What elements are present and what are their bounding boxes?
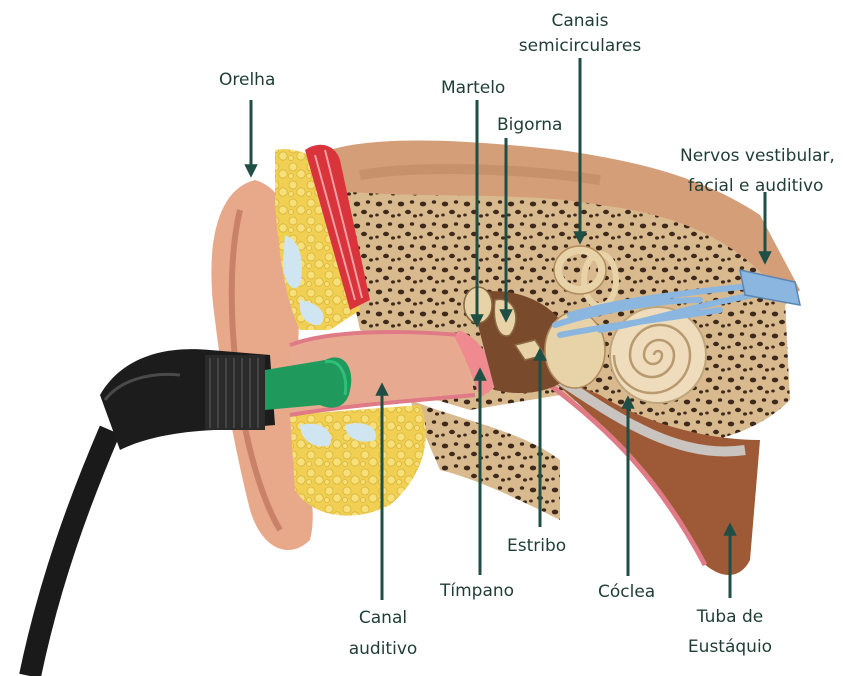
label-estribo: Estribo bbox=[507, 534, 566, 559]
label-martelo: Martelo bbox=[441, 76, 505, 101]
lower-bone bbox=[410, 400, 560, 520]
probe-knurling bbox=[205, 355, 265, 430]
label-orelha: Orelha bbox=[219, 68, 275, 93]
lower-fat bbox=[290, 405, 426, 516]
label-canal-auditivo: Canal auditivo bbox=[340, 603, 426, 665]
label-tuba-eustaquio: Tuba de Eustáquio bbox=[680, 602, 780, 662]
label-nervos: Nervos vestibular, facial e auditivo bbox=[680, 141, 835, 201]
label-coclea: Cóclea bbox=[598, 580, 655, 605]
label-timpano: Tímpano bbox=[440, 579, 514, 604]
label-bigorna: Bigorna bbox=[497, 113, 562, 138]
label-canais-semicirculares: Canais semicirculares bbox=[515, 9, 645, 59]
probe-cable bbox=[30, 430, 110, 676]
